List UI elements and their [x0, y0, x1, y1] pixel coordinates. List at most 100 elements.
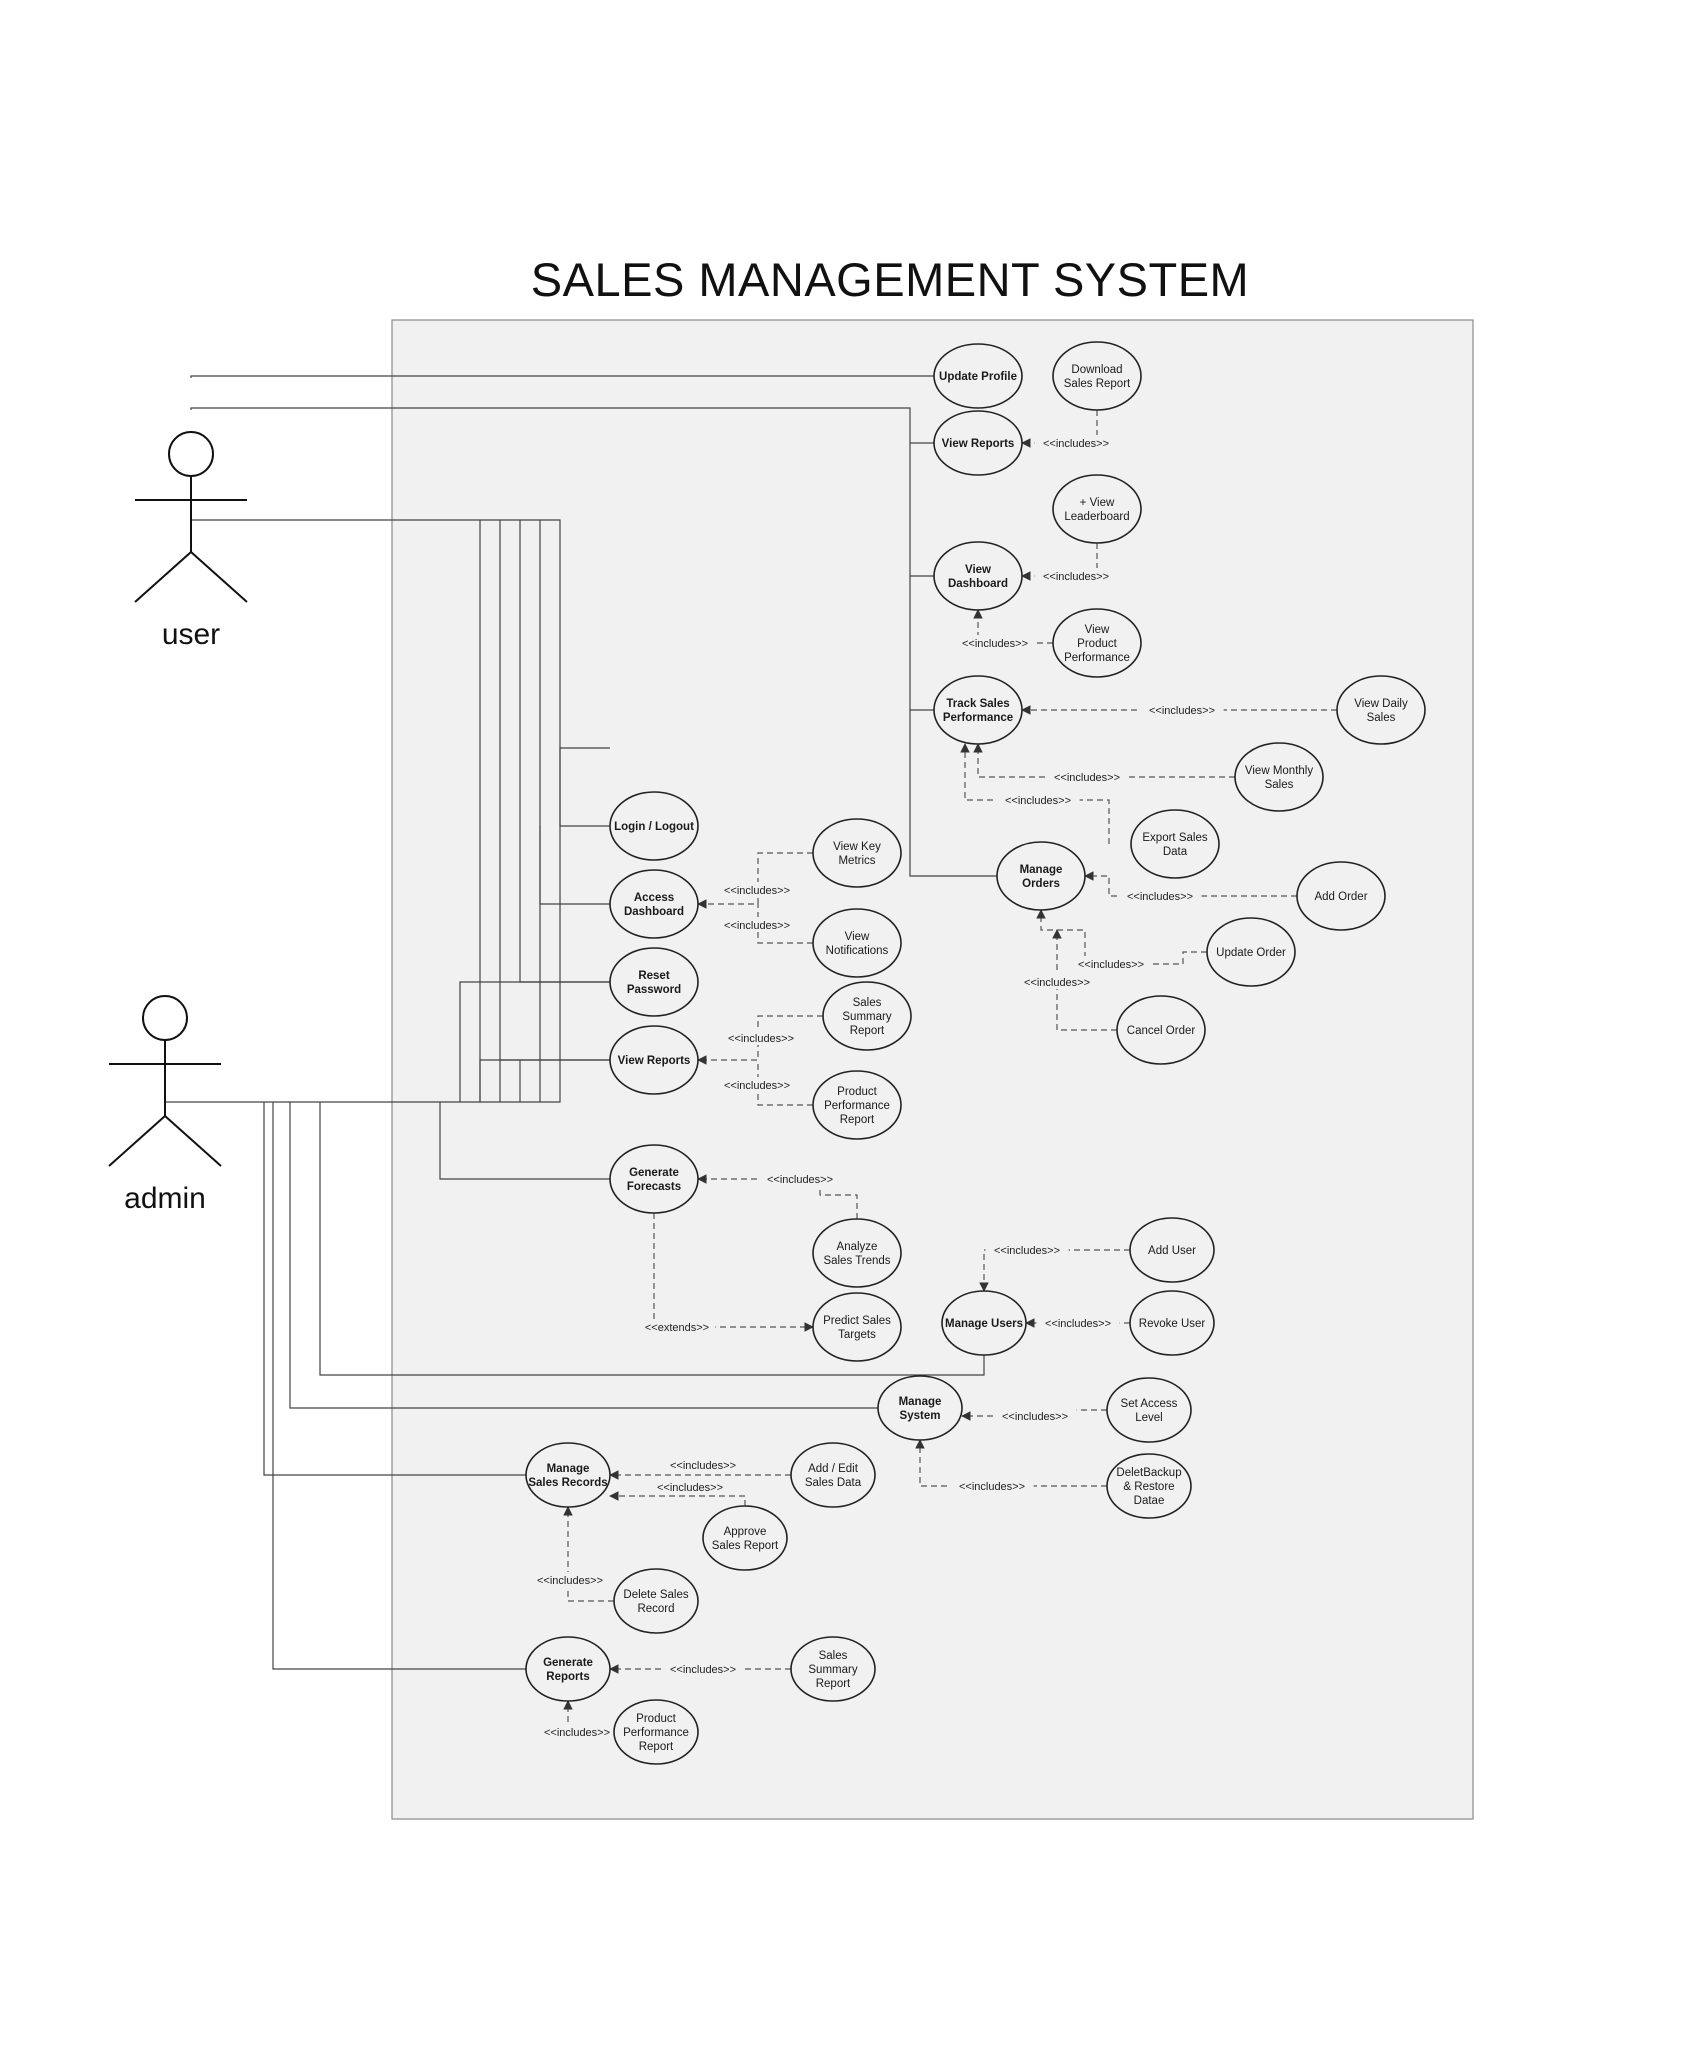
includes-label: <<includes>> [1127, 891, 1193, 903]
use-case-label: Sales Report [1064, 378, 1131, 390]
relation-label-bg [661, 1457, 745, 1472]
user-right-leg [190, 551, 248, 603]
use-case-label: Dashboard [948, 578, 1008, 590]
dependency-line [973, 743, 1235, 778]
use-case-ellipse [1129, 1217, 1215, 1283]
use-case-add-order[interactable]: Add Order [1296, 861, 1386, 931]
includes-label: <<includes>> [1005, 795, 1071, 807]
use-case-label: Sales Report [712, 1540, 779, 1552]
use-case-label: Access [634, 892, 674, 904]
relation-label-bg [1015, 974, 1099, 989]
use-case-label: View Reports [618, 1055, 691, 1067]
use-case-update-order[interactable]: Update Order [1206, 917, 1296, 987]
association-line [909, 710, 997, 877]
use-case-ellipse [1296, 861, 1386, 931]
use-case-label: Forecasts [627, 1181, 681, 1193]
use-case-label: Set Access [1121, 1398, 1178, 1410]
relation-label-bg [1118, 888, 1202, 903]
use-case-label: Predict Sales [823, 1315, 891, 1327]
use-case-cancel-order[interactable]: Cancel Order [1116, 995, 1206, 1065]
use-case-label: Targets [838, 1329, 876, 1341]
relation-label-bg [719, 1030, 803, 1045]
use-case-ellipse [790, 1442, 876, 1508]
use-case-login-logout[interactable]: Login / Logout [609, 791, 699, 861]
use-case-label: Manage [1020, 864, 1063, 876]
use-case-ellipse [812, 1218, 902, 1288]
use-case-label: Orders [1022, 878, 1060, 890]
dependency-line [697, 1174, 858, 1219]
association-line [190, 407, 934, 444]
use-case-label: Approve [724, 1526, 767, 1538]
relation-label-bg [648, 1479, 732, 1494]
relation-label-bg [985, 1242, 1069, 1257]
use-case-ellipse [1106, 1377, 1192, 1443]
association-line [165, 747, 610, 1103]
use-case-ellipse [613, 1568, 699, 1634]
use-case-label: View Key [833, 841, 881, 853]
use-case-label: View [845, 931, 870, 943]
association-line [319, 1102, 985, 1376]
includes-label: <<includes>> [1043, 571, 1109, 583]
use-case-label: Add / Edit [808, 1463, 859, 1475]
use-case-label: Reports [546, 1671, 589, 1683]
relation-label-bg [1140, 702, 1224, 717]
use-case-label: Manage Users [945, 1318, 1023, 1330]
use-case-view-reports-user[interactable]: View Reports [933, 410, 1023, 476]
use-case-label: Export Sales [1142, 832, 1207, 844]
use-case-update-profile[interactable]: Update Profile [933, 343, 1023, 409]
includes-label: <<includes>> [537, 1575, 603, 1587]
relation-label-bg [996, 792, 1080, 807]
dependency-line [697, 852, 813, 909]
includes-label: <<includes>> [724, 885, 790, 897]
use-case-label: Generate [543, 1657, 593, 1669]
system-boundary [391, 319, 1474, 1820]
use-case-revoke-user[interactable]: Revoke User [1129, 1290, 1215, 1356]
includes-label: <<includes>> [959, 1481, 1025, 1493]
relation-label-bg [715, 882, 799, 897]
use-case-view-reports-admin[interactable]: View Reports [609, 1025, 699, 1095]
dependency-line [563, 1506, 614, 1602]
use-case-label: Leaderboard [1064, 511, 1129, 523]
use-case-ellipse [1130, 809, 1220, 879]
includes-label: <<includes>> [767, 1174, 833, 1186]
use-case-label: Generate [629, 1167, 679, 1179]
use-case-label: Sales Trends [823, 1255, 890, 1267]
relation-label-bg [953, 635, 1037, 650]
use-case-manage-users[interactable]: Manage Users [941, 1290, 1027, 1356]
relation-label-bg [638, 1319, 716, 1334]
use-case-ellipse [525, 1636, 611, 1702]
use-case-add-user[interactable]: Add User [1129, 1217, 1215, 1283]
use-case-label: Summary [808, 1664, 857, 1676]
use-case-ellipse [933, 675, 1023, 745]
includes-label: <<includes>> [1054, 772, 1120, 784]
